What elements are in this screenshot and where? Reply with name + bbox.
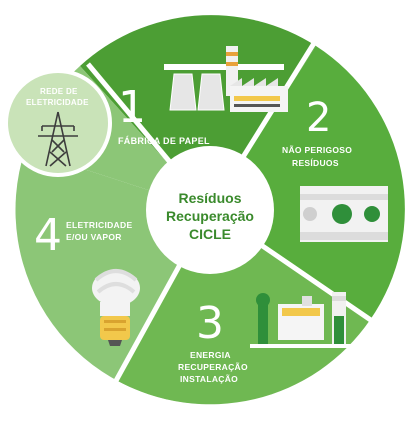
segment-3-wedge bbox=[116, 210, 370, 405]
grid-badge-label-line1: REDE DE bbox=[40, 87, 78, 96]
center-circle bbox=[146, 146, 274, 274]
segment-1-wedge bbox=[80, 15, 316, 210]
segment-3-label-line2: RECUPERAÇÃO bbox=[178, 362, 248, 372]
segment-1-label: FÁBRICA DE PAPEL bbox=[118, 136, 210, 146]
grid-badge-circle bbox=[4, 69, 112, 177]
waste-bales-icon bbox=[300, 186, 388, 242]
segment-4-label-line1: ELETRICIDADE bbox=[66, 220, 133, 230]
segment-2-label-line2: RESÍDUOS bbox=[292, 158, 339, 168]
segment-2-label-line1: NÃO PERIGOSO bbox=[282, 145, 353, 155]
center-title-line1: Resíduos bbox=[178, 190, 242, 206]
power-pylon-icon bbox=[38, 111, 78, 167]
segment-4-label-line2: E/OU VAPOR bbox=[66, 232, 122, 242]
segment-3-label-line1: ENERGIA bbox=[190, 350, 231, 360]
energy-plant-icon bbox=[250, 292, 360, 348]
center-title-line2: Recuperação bbox=[166, 208, 254, 224]
segment-1-number: 1 bbox=[118, 82, 146, 133]
segment-2-number: 2 bbox=[306, 95, 332, 141]
segment-3-number: 3 bbox=[196, 298, 224, 349]
center-title-line3: CICLE bbox=[189, 226, 231, 242]
segment-4-number: 4 bbox=[34, 210, 62, 261]
light-bulb-icon bbox=[92, 269, 140, 346]
grid-badge-label-line2: ELETRICIDADE bbox=[26, 98, 89, 107]
segment-3-label-line3: INSTALAÇÃO bbox=[180, 374, 239, 384]
paper-factory-icon bbox=[164, 46, 288, 112]
segment-2-wedge bbox=[210, 46, 405, 320]
